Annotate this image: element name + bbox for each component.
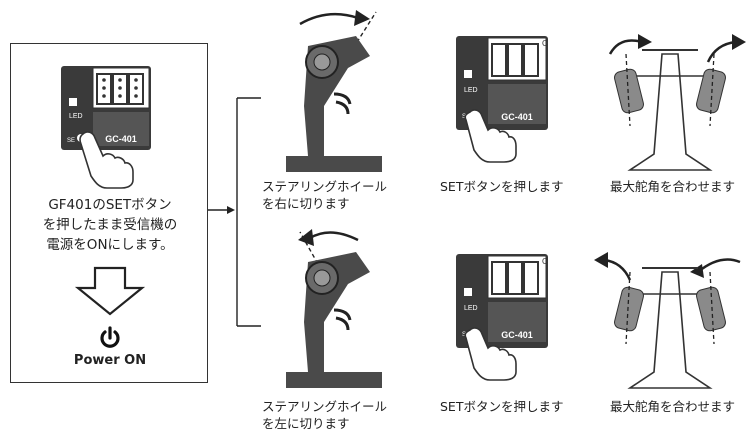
step1-instruction: GF401のSETボタン を押したまま受信機の 電源をONにします。 <box>42 197 178 253</box>
svg-text:SE: SE <box>67 138 75 144</box>
down-arrow-icon <box>74 266 146 316</box>
svg-text:LED: LED <box>464 87 478 94</box>
row-right-button-caption: SETボタンを押します <box>440 179 564 194</box>
row-left-button-caption: SETボタンを押します <box>440 399 564 414</box>
car-right-illustration <box>608 34 746 171</box>
flow-connector <box>208 97 261 327</box>
receiver-right-illustration: C GC-401 LED SE <box>456 36 548 163</box>
car-left-illustration <box>594 252 741 389</box>
row-left-car-caption: 最大舵角を合わせます <box>610 399 736 414</box>
svg-text:LED: LED <box>69 113 83 120</box>
pressing-hand-icon <box>79 131 134 189</box>
svg-text:LED: LED <box>464 305 478 312</box>
row-right-transmitter-caption: ステアリングホイール を右に切ります <box>262 179 388 211</box>
row-right-car-caption: 最大舵角を合わせます <box>610 179 736 194</box>
row-left-transmitter-caption: ステアリングホイール を左に切ります <box>262 399 388 431</box>
svg-text:C: C <box>542 257 548 266</box>
receiver-left-illustration: C GC-401 LED SE <box>456 254 548 381</box>
svg-text:GC-401: GC-401 <box>501 330 533 340</box>
transmitter-right-illustration <box>286 10 382 172</box>
step1-panel: GC-401 LED SE GF401のSETボタン を押したまま受信機の 電源… <box>10 43 208 383</box>
power-icon <box>100 326 120 348</box>
svg-text:GC-401: GC-401 <box>501 112 533 122</box>
power-on-label: Power ON <box>73 353 147 368</box>
svg-text:C: C <box>542 39 548 48</box>
receiver-illustration: GC-401 LED SE <box>61 66 151 150</box>
svg-text:GC-401: GC-401 <box>105 134 137 144</box>
transmitter-left-illustration <box>286 229 382 388</box>
